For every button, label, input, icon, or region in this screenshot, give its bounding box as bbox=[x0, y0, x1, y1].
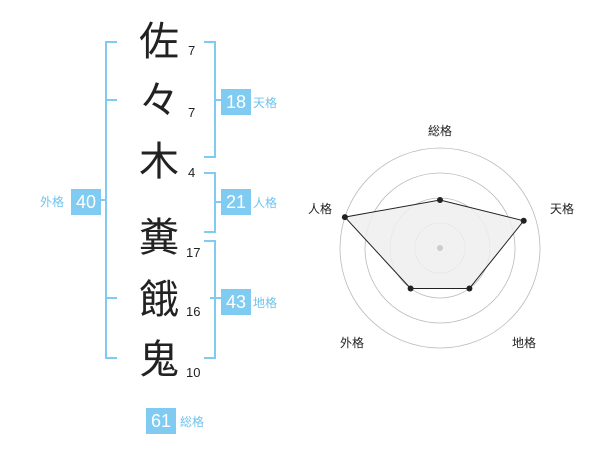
name-char-2: 々 bbox=[139, 78, 179, 124]
jinkaku-badge: 21 bbox=[221, 189, 251, 215]
chikaku-bracket bbox=[204, 240, 216, 359]
radar-series-area bbox=[343, 199, 525, 289]
soukaku-label: 総格 bbox=[180, 415, 205, 429]
tenkaku-connector bbox=[215, 99, 222, 101]
gaikaku-connector bbox=[99, 199, 106, 201]
tenkaku-label: 天格 bbox=[253, 96, 278, 110]
jinkaku-label: 人格 bbox=[253, 196, 278, 210]
soukaku-badge: 61 bbox=[146, 408, 176, 434]
name-char-6: 鬼 bbox=[139, 337, 179, 383]
name-char-3: 木 bbox=[139, 139, 179, 185]
gaikaku-bracket bbox=[105, 41, 117, 359]
name-char-5: 餓 bbox=[139, 277, 179, 323]
radar-point-1 bbox=[437, 197, 443, 203]
jinkaku-connector bbox=[215, 201, 222, 203]
gaikaku-badge: 40 bbox=[71, 189, 101, 215]
radar-axis-label-gaikaku: 外格 bbox=[340, 336, 365, 350]
chikaku-badge: 43 bbox=[221, 289, 251, 315]
stroke-count-1: 7 bbox=[188, 43, 196, 58]
radar-center-dot bbox=[437, 245, 443, 251]
radar-grid-ring-4 bbox=[339, 147, 541, 349]
stroke-count-5: 16 bbox=[186, 304, 201, 319]
radar-axis-label-soukaku: 総格 bbox=[428, 124, 453, 138]
radar-grid-ring-3 bbox=[364, 172, 516, 324]
chikaku-label: 地格 bbox=[253, 296, 278, 310]
radar-axis-label-chikaku: 地格 bbox=[512, 336, 537, 350]
radar-point-4 bbox=[407, 285, 414, 292]
stroke-count-2: 7 bbox=[188, 105, 196, 120]
radar-point-3 bbox=[466, 285, 473, 292]
radar-axis-label-jinkaku: 人格 bbox=[308, 202, 333, 216]
gaikaku-label: 外格 bbox=[40, 195, 65, 209]
chikaku-connector bbox=[210, 297, 222, 299]
name-char-1: 佐 bbox=[139, 19, 179, 65]
radar-chart bbox=[339, 147, 541, 349]
stroke-count-3: 4 bbox=[188, 165, 196, 180]
radar-point-5 bbox=[341, 214, 348, 221]
stroke-count-4: 17 bbox=[186, 245, 201, 260]
radar-point-2 bbox=[520, 217, 527, 224]
gaikaku-tick-1 bbox=[105, 99, 117, 101]
radar-axis-label-tenkaku: 天格 bbox=[550, 202, 575, 216]
stroke-count-6: 10 bbox=[186, 365, 201, 380]
name-char-4: 糞 bbox=[139, 215, 179, 261]
tenkaku-badge: 18 bbox=[221, 89, 251, 115]
gaikaku-tick-2 bbox=[105, 297, 117, 299]
